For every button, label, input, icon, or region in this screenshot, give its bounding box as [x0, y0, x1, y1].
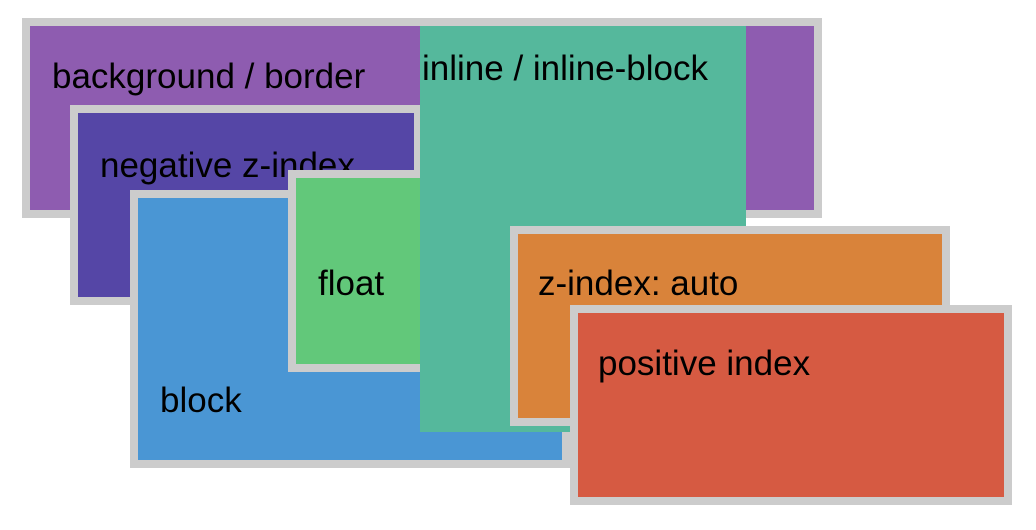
block-label: block [160, 381, 242, 420]
float-layer: float [288, 170, 430, 372]
positive-index-label: positive index [598, 344, 811, 383]
positive-index-layer: positive index [570, 305, 1012, 505]
inline-block-label: inline / inline-block [422, 49, 708, 88]
float-label: float [318, 264, 385, 303]
background-border-label: background / border [52, 57, 366, 96]
z-index-auto-label: z-index: auto [538, 264, 739, 303]
